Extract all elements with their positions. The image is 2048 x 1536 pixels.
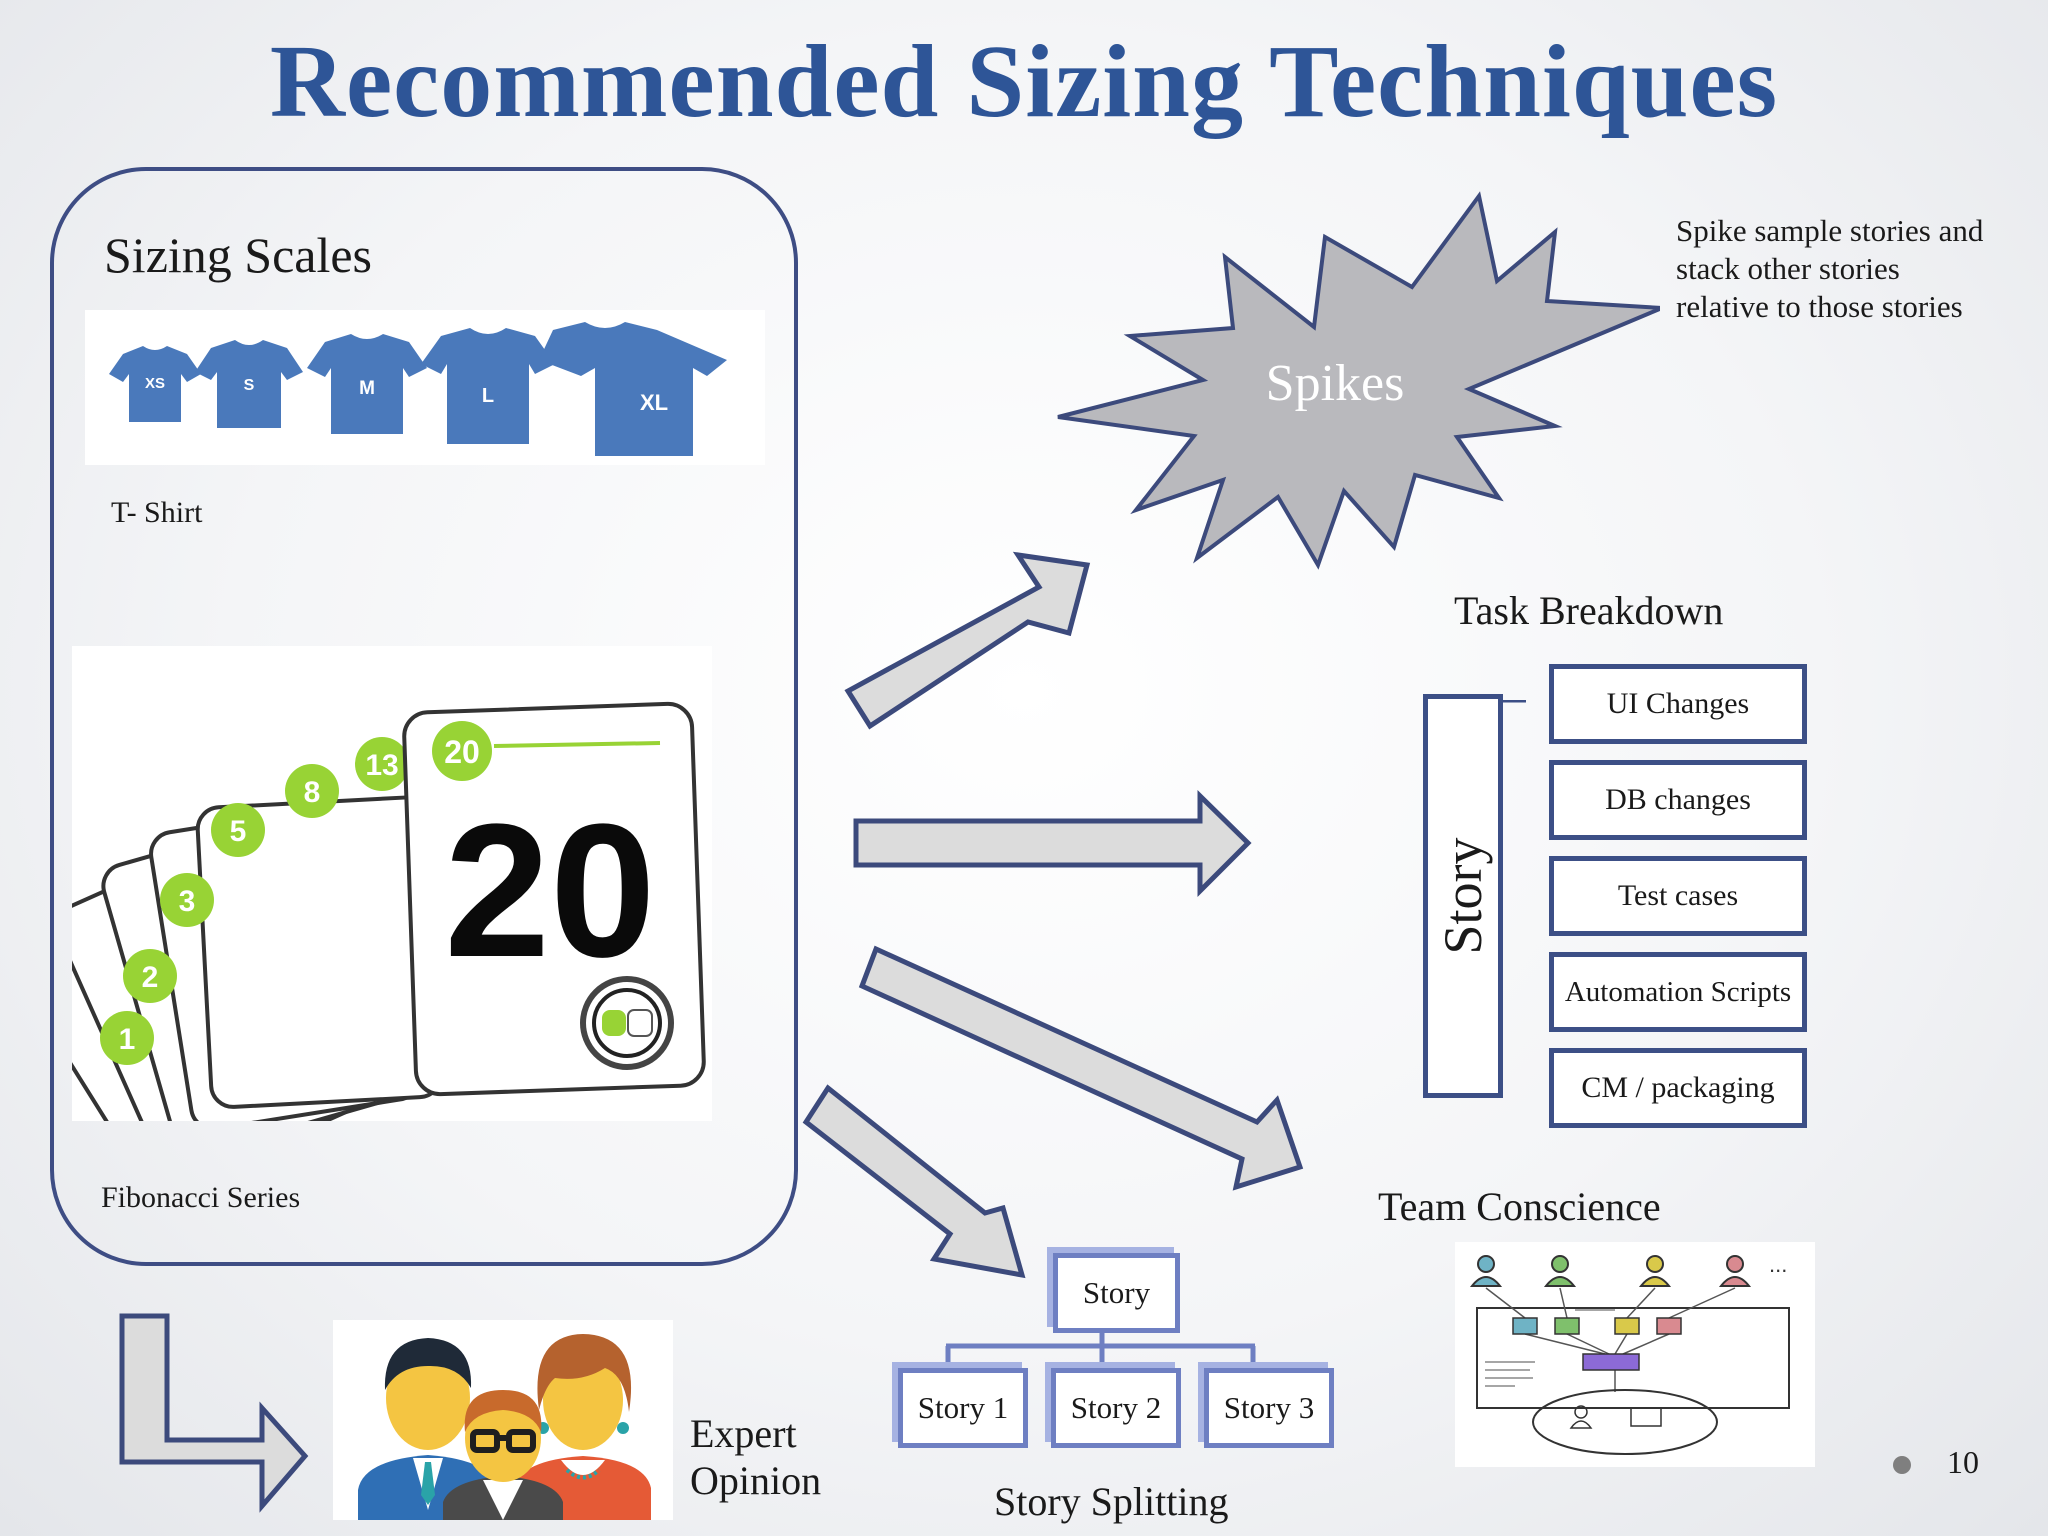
spikes-note-line-3: relative to those stories [1676, 289, 1963, 324]
expert-opinion-label-line-1: Expert [690, 1411, 797, 1456]
card-2-number: 2 [142, 961, 159, 994]
expert-opinion-label: Expert Opinion [690, 1410, 821, 1504]
card-2-badge [123, 949, 177, 1003]
story-splitting-connectors [945, 1320, 1256, 1366]
team-conscience-heading: Team Conscience [1378, 1184, 1661, 1229]
tshirt-label: T- Shirt [111, 496, 203, 529]
front-card-value: 20 [444, 785, 655, 997]
card-1-badge [100, 1011, 154, 1065]
team-member-3-icon [1638, 1255, 1672, 1287]
arrow-to-spikes [844, 551, 1091, 730]
page-number: 10 [1947, 1444, 1979, 1480]
team-conscience-sketch: ... [1455, 1242, 1815, 1467]
card-5-badge [211, 803, 265, 857]
card-8-badge [285, 764, 339, 818]
card-3-badge [160, 873, 214, 927]
page-bullet [1893, 1456, 1911, 1474]
task-breakdown-root-label: Story [1433, 837, 1493, 955]
arrow-to-task-breakdown [853, 790, 1252, 898]
tshirt-sizes-graphic: XS S M L XL [85, 310, 765, 465]
card-3-number: 3 [179, 885, 196, 918]
moderator-icon [1569, 1405, 1662, 1429]
story-splitting-child-1: Story 1 [898, 1368, 1028, 1448]
tshirt-xl-icon [539, 322, 727, 456]
tshirt-xs-icon [109, 346, 201, 422]
spikes-label: Spikes [1265, 355, 1405, 412]
task-item-ui-changes: UI Changes [1549, 664, 1807, 744]
card-13-badge [355, 737, 409, 791]
card-13-number: 13 [365, 749, 398, 782]
story-splitting-child-3: Story 3 [1204, 1368, 1334, 1448]
tshirt-xl-label: XL [640, 390, 668, 415]
tshirt-m-label: M [359, 378, 375, 399]
fibonacci-label: Fibonacci Series [101, 1181, 301, 1214]
card-logo-icon [580, 976, 674, 1070]
spikes-note-line-2: stack other stories [1676, 251, 1900, 286]
task-item-cm-packaging: CM / packaging [1549, 1048, 1807, 1128]
tshirt-l-icon [421, 328, 555, 444]
card-1-number: 1 [119, 1023, 136, 1056]
arrow-to-expert-opinion [119, 1313, 309, 1513]
slide-title: Recommended Sizing Techniques [269, 24, 1779, 139]
spikes-starburst [1057, 191, 1660, 570]
sizing-scales-frame [50, 167, 798, 1266]
tshirt-s-label: S [244, 377, 255, 394]
spikes-note-line-1: Spike sample stories and [1676, 213, 1984, 248]
story-splitting-root: Story [1053, 1253, 1180, 1333]
tshirt-l-label: L [482, 385, 494, 407]
team-member-2-icon [1543, 1255, 1577, 1287]
tshirt-xs-label: XS [145, 375, 165, 392]
team-member-4-icon [1718, 1255, 1752, 1287]
story-splitting-child-2: Story 2 [1051, 1368, 1181, 1448]
expert-opinion-people-illustration [333, 1320, 673, 1520]
story-splitting-label: Story Splitting [994, 1479, 1229, 1524]
task-item-test-cases: Test cases [1549, 856, 1807, 936]
card-8-number: 8 [304, 776, 321, 809]
team-member-1-icon [1469, 1255, 1503, 1287]
card-5-number: 5 [230, 815, 247, 848]
task-item-automation-scripts: Automation Scripts [1549, 952, 1807, 1032]
task-item-db-changes: DB changes [1549, 760, 1807, 840]
tshirt-m-icon [307, 334, 427, 434]
arrow-to-team-conscience [858, 945, 1304, 1191]
fibonacci-cards-graphic: 1 2 3 5 8 13 20 20 [72, 646, 712, 1121]
front-card-badge-number: 20 [444, 734, 480, 770]
arrow-to-story-splitting [802, 1084, 1026, 1279]
tshirt-s-icon [195, 340, 303, 428]
spikes-note: Spike sample stories and stack other sto… [1676, 212, 1983, 326]
task-breakdown-root: Story [1423, 694, 1503, 1098]
task-breakdown-heading: Task Breakdown [1454, 588, 1724, 633]
team-ellipsis: ... [1769, 1252, 1787, 1277]
expert-opinion-label-line-2: Opinion [690, 1458, 822, 1503]
sizing-scales-heading: Sizing Scales [104, 227, 373, 283]
